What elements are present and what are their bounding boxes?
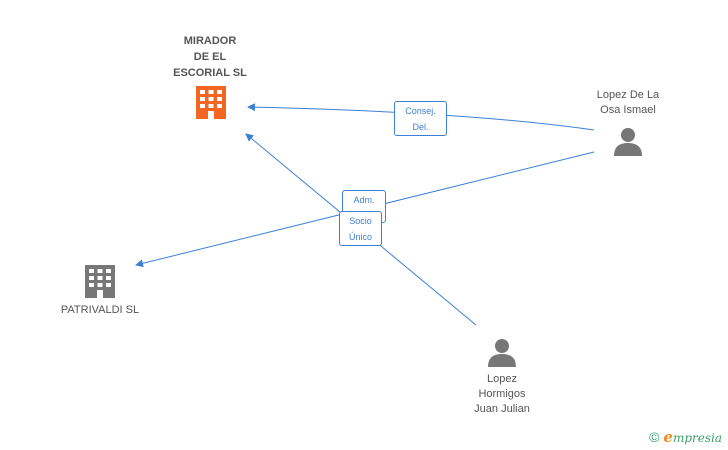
patrivaldi-building-icon[interactable] <box>85 265 115 298</box>
lopez-hormigos-label[interactable]: Lopez Hormigos Juan Julian <box>474 373 530 415</box>
mirador-label[interactable]: MIRADOR DE EL ESCORIAL SL <box>173 35 247 79</box>
copyright-symbol: © <box>649 429 660 445</box>
edge-consej-label[interactable]: Consej. Del. <box>394 101 447 136</box>
brand-footer: © empresia <box>649 428 722 446</box>
lopez-osa-person-icon[interactable] <box>614 128 642 156</box>
brand-logo: empresia <box>663 428 722 446</box>
lopez-hormigos-person-icon[interactable] <box>488 339 516 367</box>
lopez-osa-label[interactable]: Lopez De La Osa Ismael <box>596 89 660 116</box>
patrivaldi-label[interactable]: PATRIVALDI SL <box>60 304 140 316</box>
mirador-building-icon[interactable] <box>196 86 226 119</box>
edge-socio-label[interactable]: Socio Único <box>339 211 382 246</box>
